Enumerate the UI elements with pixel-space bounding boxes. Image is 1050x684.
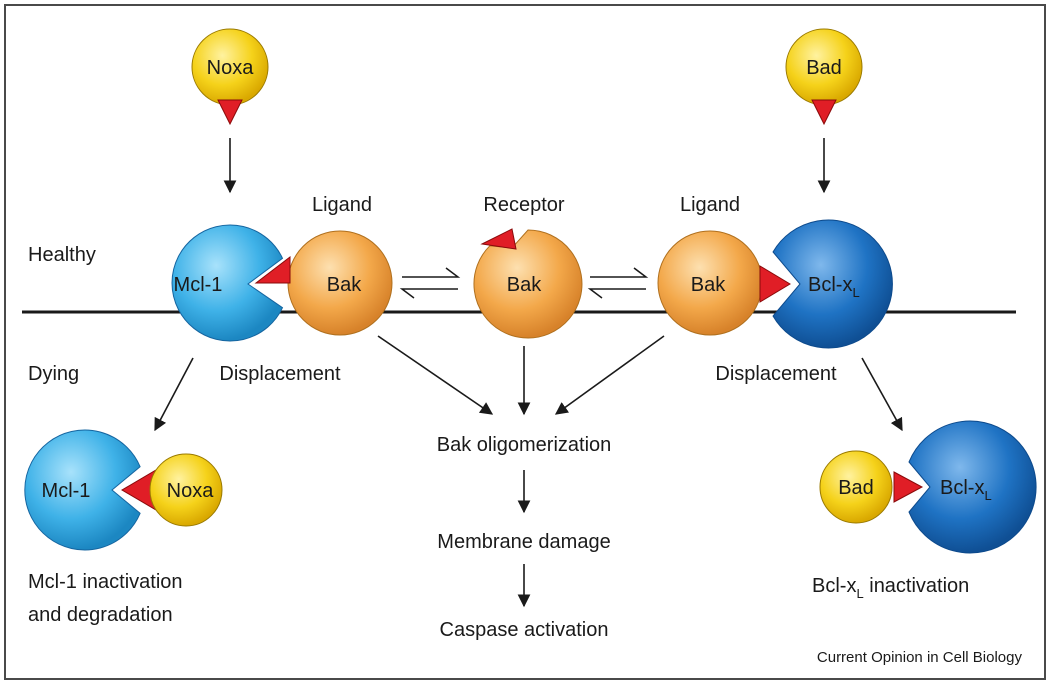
- bak-center-label: Bak: [507, 274, 542, 296]
- arrow-bak-left-to-oligomer: [377, 335, 494, 415]
- bak-oligomerization-label: Bak oligomerization: [437, 434, 612, 456]
- bak-right-molecule: Bak: [657, 230, 763, 336]
- equilibrium-arrows-left: [399, 267, 461, 299]
- mcl1-label: Mcl-1: [174, 274, 223, 296]
- bad-bottom-bh3-domain: [893, 471, 924, 503]
- membrane-damage-label: Membrane damage: [437, 531, 610, 553]
- bak-left-label: Bak: [327, 274, 362, 296]
- arrow-bak-right-to-oligomer: [554, 335, 665, 415]
- bak-left-molecule: Bak: [254, 230, 393, 336]
- bclxl-label: Bcl-xL: [808, 274, 860, 300]
- mcl1-noxa-complex: Mcl-1 Noxa: [24, 429, 223, 551]
- mcl1-bottom-label: Mcl-1: [42, 480, 91, 502]
- displacement-right-label: Displacement: [715, 363, 837, 385]
- arrow-displacement-right: [861, 357, 903, 432]
- noxa-top-molecule: Noxa: [191, 28, 269, 126]
- mcl1-inactivation-line2: and degradation: [28, 604, 173, 626]
- bak-center-molecule: Bak: [473, 228, 583, 339]
- bclxl-bottom-label: Bcl-xL: [940, 477, 992, 503]
- mcl1-inactivation-line1: Mcl-1 inactivation: [28, 571, 183, 593]
- bak-center-bh3-domain: [480, 228, 517, 250]
- bad-bottom-label: Bad: [838, 477, 874, 499]
- bclxl-molecule: Bcl-xL: [759, 219, 893, 349]
- caspase-activation-label: Caspase activation: [440, 619, 609, 641]
- healthy-label: Healthy: [28, 244, 96, 266]
- bad-top-label: Bad: [806, 57, 842, 79]
- receptor-label: Receptor: [483, 194, 564, 216]
- ligand-right-label: Ligand: [680, 194, 740, 216]
- noxa-top-label: Noxa: [207, 57, 255, 79]
- dying-label: Dying: [28, 363, 79, 385]
- credit-label: Current Opinion in Cell Biology: [817, 649, 1023, 666]
- ligand-left-label: Ligand: [312, 194, 372, 216]
- bak-left-bh3-domain: [254, 255, 291, 284]
- noxa-bh3-domain: [217, 99, 243, 126]
- bak-right-label: Bak: [691, 274, 726, 296]
- displacement-left-label: Displacement: [219, 363, 341, 385]
- bad-bclxl-complex: Bad Bcl-xL: [819, 420, 1037, 554]
- bad-top-molecule: Bad: [785, 28, 863, 126]
- mcl1-molecule: Mcl-1: [171, 224, 284, 342]
- bad-bh3-domain: [811, 99, 837, 126]
- bclxl-inactivation-label: Bcl-xL inactivation: [812, 575, 969, 601]
- diagram-frame: [4, 4, 1046, 680]
- equilibrium-arrows-right: [587, 267, 649, 299]
- bak-right-bh3-domain: [759, 265, 791, 303]
- noxa-bottom-label: Noxa: [167, 480, 215, 502]
- arrow-displacement-left: [154, 357, 194, 432]
